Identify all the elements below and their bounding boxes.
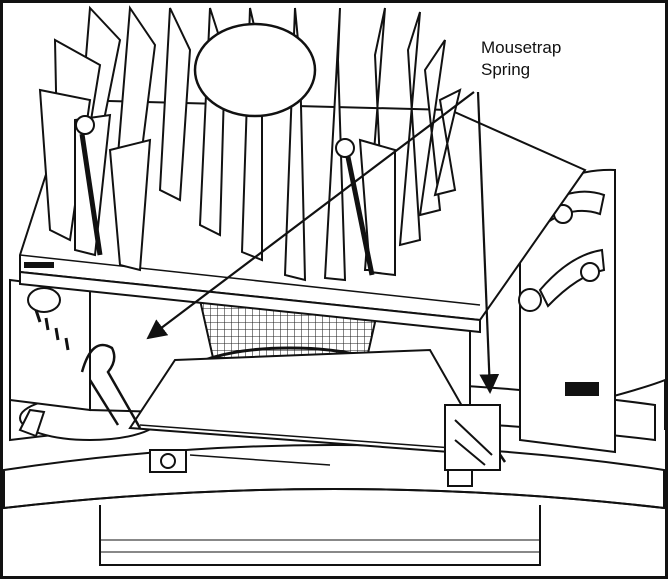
heatsink-fins [38,5,462,282]
callout-line-1: Mousetrap [481,38,562,57]
mousetrap-spring-left [80,343,142,429]
callout-line-2: Spring [481,60,531,79]
lens-plate [128,348,492,457]
housing-mark [24,262,54,268]
callout-arrow-left [146,91,475,340]
mousetrap-spring-right [444,404,507,471]
callout-arrow-right [476,91,500,394]
callout-arrows [146,91,500,394]
mousetrap-spring-callout: Mousetrap Spring [481,37,561,81]
base-plate [3,444,665,566]
